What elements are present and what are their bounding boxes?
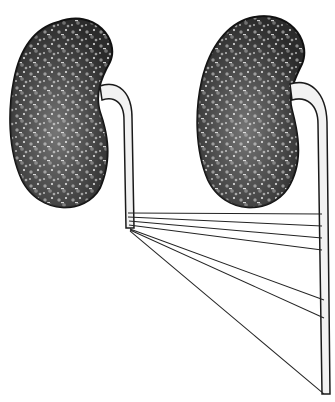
connector-line bbox=[128, 217, 322, 226]
connector-line bbox=[130, 229, 324, 300]
right-kidney bbox=[197, 16, 304, 207]
connector-line bbox=[130, 231, 324, 394]
connector-line bbox=[129, 221, 322, 238]
connector-line bbox=[128, 213, 322, 214]
left-kidney bbox=[10, 19, 112, 208]
connector-line bbox=[130, 230, 324, 318]
connector-lines bbox=[128, 213, 324, 394]
connector-line bbox=[129, 225, 322, 250]
